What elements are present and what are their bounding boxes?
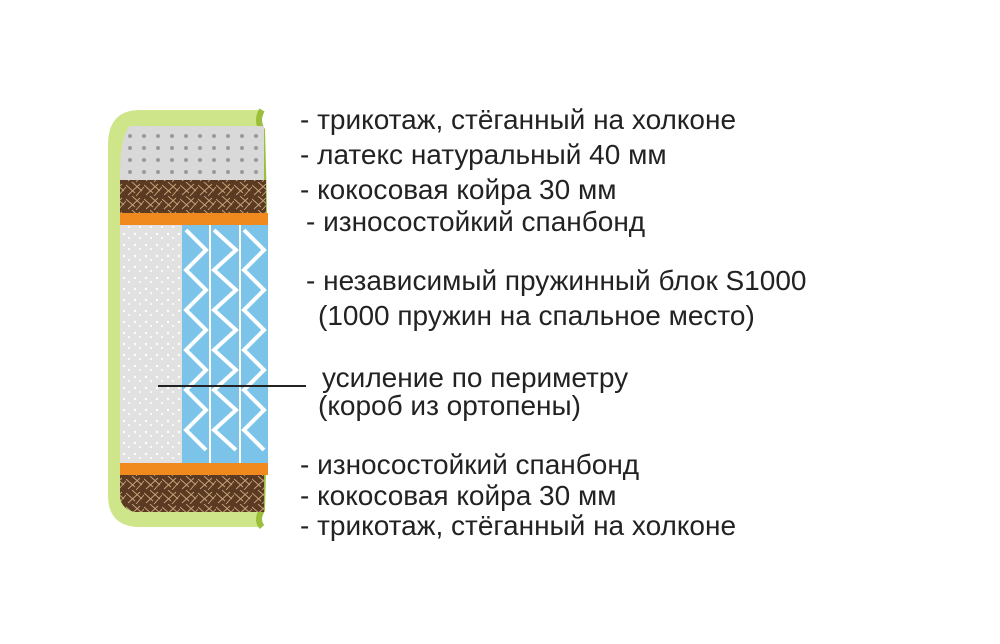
spunbond-top-layer <box>120 213 268 225</box>
springs <box>183 228 267 452</box>
spring-2 <box>211 228 239 452</box>
label-coir-bottom: - кокосовая койра 30 мм <box>300 480 617 511</box>
label-spring-block-line2: (1000 пружин на спальное место) <box>318 300 755 331</box>
label-latex: - латекс натуральный 40 мм <box>300 139 667 170</box>
label-spunbond-top: - износостойкий спанбонд <box>306 206 646 237</box>
label-bottom-cover: - трикотаж, стёганный на холконе <box>300 510 737 541</box>
label-perimeter-line1: усиление по периметру <box>322 362 629 393</box>
label-perimeter-line2: (короб из ортопены) <box>318 390 581 421</box>
spring-block <box>182 225 268 463</box>
spring-3 <box>241 228 267 452</box>
latex-layer <box>120 126 264 180</box>
label-top-cover: - трикотаж, стёганный на холконе <box>300 104 737 135</box>
perimeter-foam <box>120 225 182 463</box>
label-coir-top: - кокосовая койра 30 мм <box>300 174 617 205</box>
coir-top-layer <box>120 180 266 213</box>
label-spring-block-line1: - независимый пружинный блок S1000 <box>306 265 807 296</box>
spring-dividers <box>209 225 241 463</box>
spunbond-bottom-layer <box>120 463 268 475</box>
coir-bottom-layer <box>120 475 264 512</box>
spring-1 <box>183 228 209 452</box>
label-spunbond-bottom: - износостойкий спанбонд <box>300 449 640 480</box>
